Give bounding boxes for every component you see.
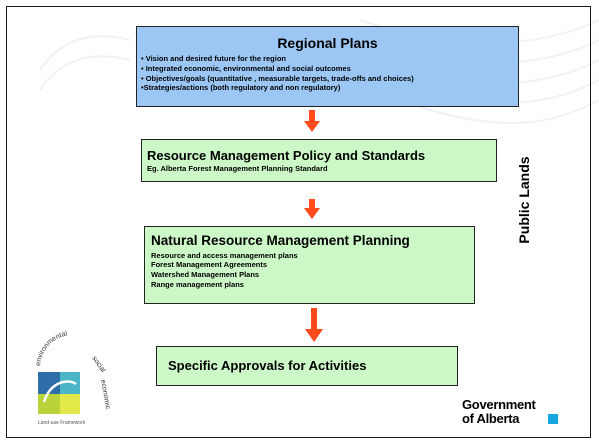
eco-swoosh: [42, 380, 77, 403]
specific-approvals-title: Specific Approvals for Activities: [168, 358, 367, 373]
gov-logo-line2: of Alberta: [462, 411, 520, 426]
nrm-planning-item: Forest Management Agreements: [151, 260, 268, 270]
down-arrow-1: [304, 110, 320, 132]
nrm-planning-items: Resource and access management plans For…: [145, 251, 474, 289]
nrm-planning-item: Range management plans: [151, 279, 244, 289]
policy-standards-title: Resource Management Policy and Standards: [147, 148, 426, 163]
eco-square-lime: [38, 394, 60, 414]
land-use-framework-logo: environmental social economic Land-use F…: [30, 328, 116, 428]
regional-plans-bullet: • Integrated economic, environmental and…: [141, 63, 351, 73]
gov-logo-square: [548, 414, 558, 424]
slide-frame: [6, 6, 591, 438]
svg-text:environmental: environmental: [35, 330, 68, 366]
nrm-planning-title: Natural Resource Management Planning: [151, 233, 410, 248]
regional-plans-title: Regional Plans: [277, 35, 378, 51]
nrm-planning-box: Natural Resource Management Planning Res…: [144, 226, 475, 304]
down-arrow-3: [305, 308, 323, 342]
eco-square-yellow: [60, 394, 80, 414]
specific-approvals-box: Specific Approvals for Activities: [156, 346, 458, 386]
nrm-planning-item: Resource and access management plans: [151, 250, 298, 260]
government-of-alberta-logo: Government of Alberta: [462, 398, 568, 432]
eco-ring-word-environmental: environmental: [35, 330, 68, 366]
policy-standards-list: Eg. Alberta Forest Management Planning S…: [142, 164, 496, 174]
eco-square-teal: [60, 372, 80, 394]
regional-plans-bullet: • Vision and desired future for the regi…: [141, 54, 287, 64]
down-arrow-2: [304, 199, 320, 219]
eco-caption: Land-use Framework: [38, 420, 86, 426]
public-lands-label: Public Lands: [516, 156, 532, 244]
gov-logo-line1: Government: [462, 397, 536, 412]
regional-plans-box: Regional Plans • Vision and desired futu…: [136, 26, 519, 107]
regional-plans-bullets: • Vision and desired future for the regi…: [137, 54, 518, 92]
policy-standards-subtitle: Eg. Alberta Forest Management Planning S…: [147, 164, 328, 174]
regional-plans-bullet: • Objectives/goals (quantitative , measu…: [141, 73, 414, 83]
policy-standards-box: Resource Management Policy and Standards…: [141, 139, 497, 182]
eco-ring-word-social: social: [90, 355, 106, 374]
eco-ring-word-economic: economic: [99, 379, 111, 410]
regional-plans-bullet: •Strategies/actions (both regulatory and…: [141, 83, 341, 93]
nrm-planning-item: Watershed Management Plans: [151, 270, 260, 280]
eco-square-blue: [38, 372, 60, 394]
